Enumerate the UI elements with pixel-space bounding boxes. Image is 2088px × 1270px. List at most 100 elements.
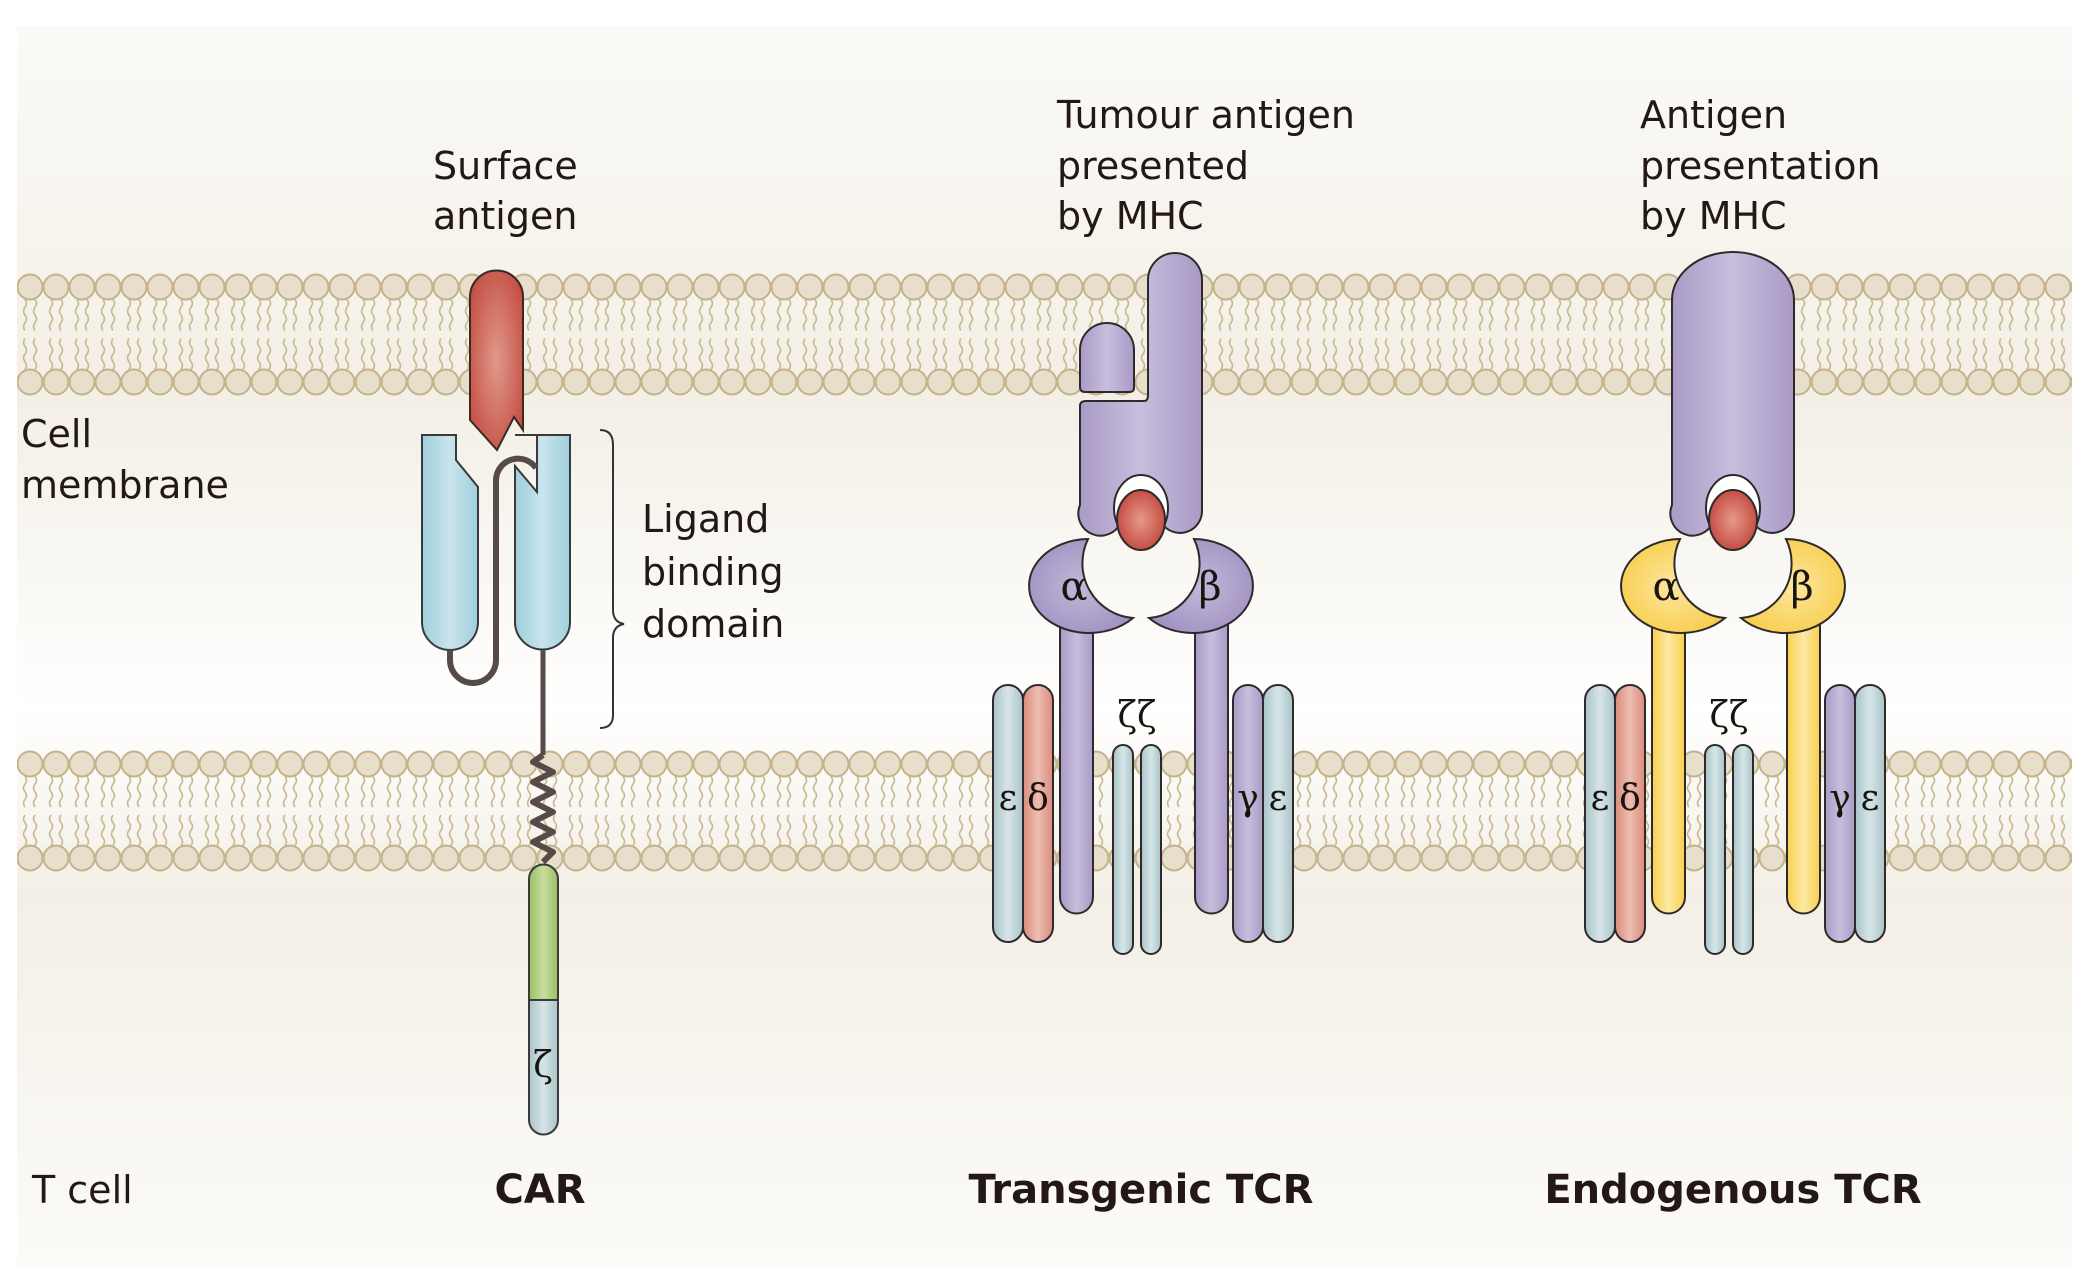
lipid-head [1472, 844, 1500, 872]
lipid-head [1212, 368, 1240, 396]
lipid-tail [266, 299, 272, 331]
lipid-head [588, 844, 616, 872]
lipid-head [2070, 375, 2072, 389]
lipid-tail [2050, 299, 2056, 331]
lipid-head [198, 750, 226, 778]
lipid-head [1940, 368, 1968, 396]
beta-symbol: β [1198, 564, 1221, 610]
lipid-head [796, 844, 824, 872]
lipid-tail [1764, 814, 1770, 846]
lipid-tail [646, 814, 652, 846]
lipid-head [146, 368, 174, 396]
lipid-tail [422, 338, 428, 370]
lipid-tail [74, 776, 80, 808]
lipid-head [68, 844, 96, 872]
lipid-tail [568, 299, 574, 331]
lipid-tail [916, 776, 922, 808]
lipid-tail [854, 776, 860, 808]
lipid-tail [724, 814, 730, 846]
svg-text:by MHC: by MHC [1640, 194, 1787, 238]
lipid-tail [682, 338, 688, 370]
lipid-head [146, 273, 174, 301]
lipid-head [1472, 368, 1500, 396]
lipid-tail [812, 299, 818, 331]
lipid-tail [282, 338, 288, 370]
lipid-head [900, 750, 928, 778]
lipid-tail [464, 299, 470, 331]
lipid-tail [750, 299, 756, 331]
lipid-tail [724, 299, 730, 331]
lipid-head [1290, 273, 1318, 301]
lipid-head [1446, 750, 1474, 778]
lipid-tail [802, 814, 808, 846]
lipid-tail [1478, 814, 1484, 846]
lipid-tail [240, 338, 246, 370]
lipid-head [978, 273, 1006, 301]
lipid-tail [126, 814, 132, 846]
lipid-tail [1956, 299, 1962, 331]
car-receptor: ζ [421, 269, 625, 1136]
lipid-tail [2078, 339, 2081, 370]
zeta-pair-symbol: ζζ [1117, 695, 1156, 736]
epsilon-right-symbol: ε [1269, 778, 1288, 819]
lipid-tail [838, 338, 844, 370]
lipid-tail [412, 299, 418, 331]
lipid-head [1836, 368, 1864, 396]
lipid-tail [1956, 776, 1962, 808]
lipid-tail [1972, 299, 1978, 331]
svg-text:Antigen: Antigen [1640, 93, 1787, 137]
lipid-head [562, 368, 590, 396]
lipid-tail [188, 299, 194, 331]
lipid-head [1498, 750, 1526, 778]
lipid-head [1888, 844, 1916, 872]
lipid-tail [864, 814, 870, 846]
scfv-light-chain [421, 434, 479, 651]
lipid-tail [178, 776, 184, 808]
lipid-head [224, 750, 252, 778]
scfv-heavy-chain [514, 434, 571, 651]
lipid-tail [1998, 338, 2004, 370]
lipid-tail [1348, 299, 1354, 331]
tcr-alpha-chain-stalk [1059, 599, 1094, 915]
lipid-tail [968, 338, 974, 370]
lipid-tail [1358, 338, 1364, 370]
lipid-head [926, 750, 954, 778]
lipid-tail [2050, 776, 2056, 808]
lipid-tail [1322, 814, 1328, 846]
lipid-tail [1566, 776, 1572, 808]
lipid-head [354, 368, 382, 396]
lipid-tail [578, 299, 584, 331]
lipid-tail [1374, 338, 1380, 370]
lipid-tail [1566, 814, 1572, 846]
lipid-tail [204, 299, 210, 331]
lipid-tail [620, 776, 626, 808]
lipid-tail [1348, 338, 1354, 370]
lipid-head [1602, 368, 1630, 396]
lipid-head [1888, 273, 1916, 301]
car-antigen-label: Surface antigen [433, 144, 578, 238]
lipid-tail [1270, 299, 1276, 331]
lipid-tail [292, 776, 298, 808]
lipid-head [1420, 273, 1448, 301]
lipid-head [1628, 368, 1656, 396]
lipid-tail [344, 338, 350, 370]
lipid-tail [1868, 299, 1874, 331]
lipid-tail [1982, 814, 1988, 846]
lipid-tail [152, 776, 158, 808]
lipid-tail [984, 776, 990, 808]
lipid-tail [656, 776, 662, 808]
lipid-tail [1436, 338, 1442, 370]
lipid-head [42, 273, 70, 301]
lipid-tail [1868, 338, 1874, 370]
lipid-tail [74, 814, 80, 846]
lipid-tail [1514, 776, 1520, 808]
lipid-tail [110, 338, 116, 370]
lipid-tail [1254, 338, 1260, 370]
lipid-head [1056, 368, 1084, 396]
lipid-tail [318, 338, 324, 370]
lipid-head [1056, 273, 1084, 301]
lipid-head [744, 273, 772, 301]
lipid-tail [1426, 299, 1432, 331]
lipid-tail [1774, 776, 1780, 808]
mhc-molecule [1669, 251, 1796, 537]
